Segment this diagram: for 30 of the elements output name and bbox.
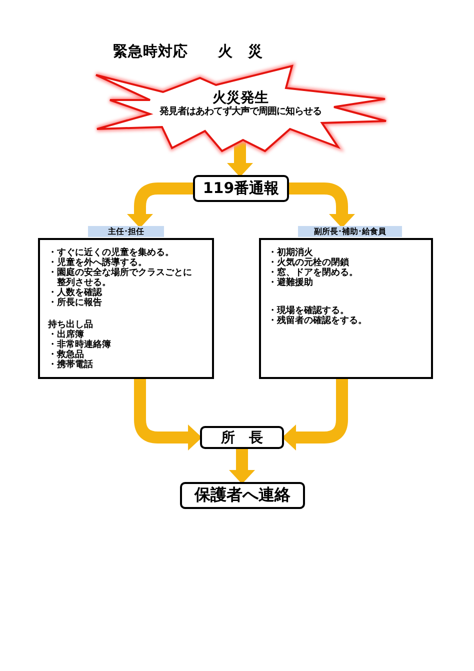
- list-item: ・残留者の確認をする。: [268, 316, 367, 326]
- arrow: [229, 447, 255, 484]
- list-item: ・火気の元栓の閉鎖: [268, 258, 349, 268]
- arrow: [227, 142, 253, 177]
- list-item: ・非常時連絡簿: [48, 340, 111, 350]
- list-item: ・児童を外へ誘導する。: [48, 258, 147, 268]
- list-item: ・初期消火: [268, 248, 313, 258]
- list-item: ・人数を確認: [48, 288, 102, 298]
- role-heading: 主任･担任: [88, 226, 164, 237]
- list-heading: 持ち出し品: [48, 320, 93, 330]
- list-item: ・すぐに近くの児童を集める。: [48, 248, 174, 258]
- arrow: [287, 182, 355, 228]
- alert-title: 火災発生: [212, 91, 268, 106]
- list-item: ・園庭の安全な場所でクラスごとに整列させる。: [48, 268, 193, 288]
- page-title: 緊急時対応 火 災: [113, 44, 263, 60]
- list-item: ・所長に報告: [48, 298, 102, 308]
- alert-note: 発見者はあわてず大声で周囲に知らせる: [160, 106, 322, 116]
- list-item: ・携帯電話: [48, 360, 93, 370]
- list-item: ・救急品: [48, 350, 84, 360]
- role-heading: 副所長･補助･給食員: [298, 226, 402, 237]
- step-box: 119番通報: [193, 175, 289, 202]
- step-box: 所 長: [200, 426, 284, 449]
- step-box: 保護者へ連絡: [180, 482, 305, 509]
- list-item: ・出席簿: [48, 330, 84, 340]
- list-item: ・現場を確認する。: [268, 306, 349, 316]
- list-item: ・避難援助: [268, 278, 313, 288]
- arrow: [127, 182, 195, 228]
- arrow: [134, 377, 202, 450]
- arrow: [282, 377, 348, 450]
- list-item: ・窓、ドアを閉める。: [268, 268, 358, 278]
